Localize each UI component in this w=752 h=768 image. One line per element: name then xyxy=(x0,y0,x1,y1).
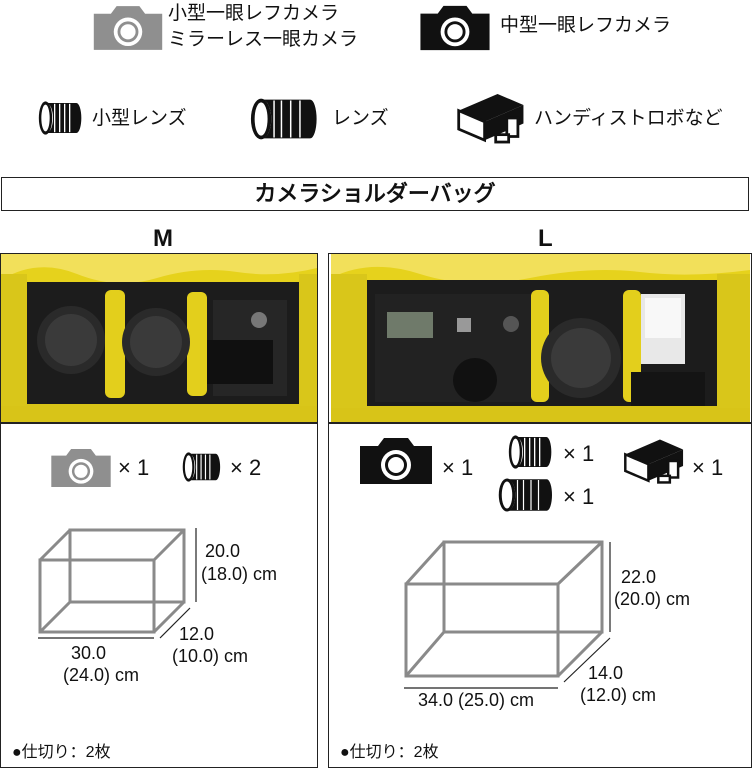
l-lens2-icon xyxy=(498,476,558,514)
l-camera-icon xyxy=(356,436,436,486)
l-width: 34.0 (25.0) cm xyxy=(418,690,535,710)
m-height: 20.0 xyxy=(205,541,241,561)
m-camera-icon xyxy=(48,447,114,489)
m-depth-inner: (10.0) cm xyxy=(172,646,249,666)
m-height-inner: (18.0) cm xyxy=(201,564,278,584)
l-depth-inner: (12.0) cm xyxy=(580,685,657,705)
l-lens1-count: × 1 xyxy=(563,441,595,466)
l-height: 22.0 xyxy=(621,567,657,587)
product-title: カメラショルダーバッグ xyxy=(1,177,749,211)
legend-strobe: ハンディストロボなど xyxy=(534,108,723,129)
l-strobe-icon xyxy=(622,436,688,486)
small-lens-icon xyxy=(38,98,88,138)
strobe-icon xyxy=(455,90,529,146)
legend-medium-camera: 中型一眼レフカメラ xyxy=(500,15,672,36)
legend-small-camera-line2: ミラーレス一眼カメラ xyxy=(168,29,359,50)
l-lens2-count: × 1 xyxy=(563,484,595,509)
legend-lens: レンズ xyxy=(332,108,389,129)
m-lens-icon xyxy=(182,450,226,484)
bag-m-photo xyxy=(1,254,317,422)
divider-l xyxy=(328,422,752,424)
l-dimension-box xyxy=(404,540,611,689)
small-camera-icon xyxy=(90,4,166,52)
bag-l-photo xyxy=(331,254,750,422)
m-depth: 12.0 xyxy=(179,624,215,644)
l-lens1-icon xyxy=(508,432,558,472)
m-camera-count: × 1 xyxy=(118,455,150,480)
lens-icon xyxy=(250,96,324,142)
l-camera-count: × 1 xyxy=(442,455,474,480)
l-height-inner: (20.0) cm xyxy=(614,589,691,609)
m-lens-count: × 2 xyxy=(230,455,262,480)
legend-small-lens: 小型レンズ xyxy=(92,108,187,129)
m-partitions: ●仕切り：2枚 xyxy=(12,744,111,761)
l-strobe-count: × 1 xyxy=(692,455,724,480)
l-depth: 14.0 xyxy=(588,663,624,683)
m-width-inner: (24.0) cm xyxy=(63,665,140,685)
l-partitions: ●仕切り：2枚 xyxy=(340,744,439,761)
m-dimension-box xyxy=(38,528,197,639)
m-width: 30.0 xyxy=(71,643,107,663)
size-label-m: M xyxy=(153,225,173,252)
medium-camera-icon xyxy=(416,4,494,52)
legend-small-camera-line1: 小型一眼レフカメラ xyxy=(168,3,340,24)
size-label-l: L xyxy=(538,225,553,252)
divider-m xyxy=(0,422,318,424)
